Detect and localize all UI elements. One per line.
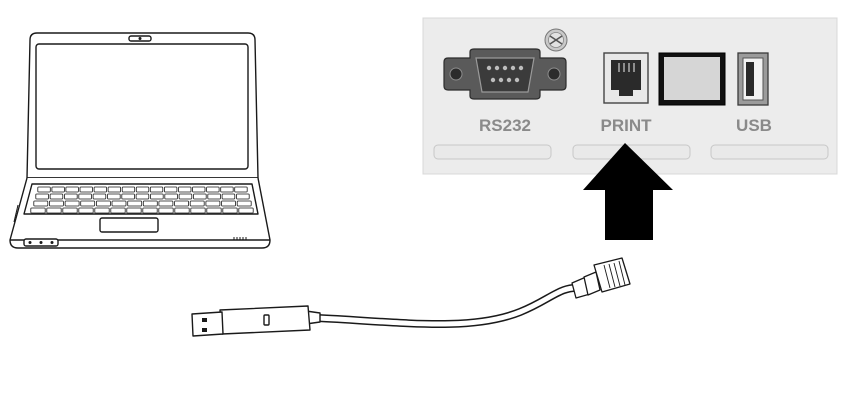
- keyboard-key: [127, 200, 143, 207]
- keyboard-key: [93, 186, 107, 193]
- keyboard-key: [78, 193, 92, 200]
- keyboard-key: [126, 207, 142, 214]
- keyboard-key: [206, 207, 222, 214]
- keyboard-key: [94, 207, 110, 214]
- keyboard-key: [205, 200, 221, 207]
- keyboard-key: [79, 186, 93, 193]
- keyboard-key: [238, 207, 254, 214]
- keyboard-key: [111, 200, 127, 207]
- keyboard-key: [107, 193, 121, 200]
- keyboard-key: [236, 200, 252, 207]
- keyboard-key: [220, 186, 234, 193]
- screw-icon: [544, 28, 568, 52]
- keyboard-key: [37, 186, 51, 193]
- rj-jack-icon: [603, 52, 649, 104]
- print-label: PRINT: [601, 116, 653, 135]
- rj-plug-icon: [571, 257, 631, 299]
- keyboard-key: [51, 186, 65, 193]
- keyboard-key: [221, 200, 236, 207]
- keyboard-key: [174, 207, 190, 214]
- keyboard-key: [135, 193, 150, 200]
- keyboard-key: [46, 207, 62, 214]
- keyboard-key: [80, 200, 96, 207]
- keyboard-key: [49, 200, 64, 207]
- keyboard-key: [206, 186, 220, 193]
- keyboard-key: [64, 200, 80, 207]
- keyboard-key: [178, 193, 193, 200]
- usb-label: USB: [736, 116, 772, 135]
- keyboard-key: [158, 200, 174, 207]
- keyboard-key: [142, 207, 158, 214]
- keyboard-key: [149, 186, 164, 193]
- keyboard-key: [62, 207, 78, 214]
- keyboard-key: [110, 207, 126, 214]
- keyboard-key: [158, 207, 174, 214]
- display-window: [658, 52, 726, 106]
- keyboard-key: [163, 186, 178, 193]
- keyboard-key: [222, 207, 238, 214]
- keyboard-key: [121, 193, 135, 200]
- keyboard-key: [207, 193, 221, 200]
- keyboard-key: [96, 200, 111, 207]
- device-rear-panel: RS232 PRINT USB: [422, 17, 838, 175]
- keyboard-key: [92, 193, 107, 200]
- keyboard-key: [234, 186, 248, 193]
- keyboard-key: [49, 193, 64, 200]
- keyboard-key: [33, 200, 49, 207]
- keyboard-key: [78, 207, 94, 214]
- keyboard-key: [190, 207, 206, 214]
- keyboard-key: [221, 193, 236, 200]
- keyboard-key: [65, 186, 79, 193]
- rs232-label: RS232: [479, 116, 531, 135]
- label-strip-rs232: [433, 144, 552, 160]
- keyboard-key: [150, 193, 164, 200]
- usb-cable-icon: [191, 283, 584, 337]
- keyboard-key: [64, 193, 78, 200]
- usb-port-icon: [737, 52, 769, 106]
- up-arrow-icon: [583, 143, 673, 240]
- keyboard-key: [164, 193, 178, 200]
- label-strip-usb: [710, 144, 829, 160]
- keyboard-key: [135, 186, 150, 193]
- keyboard-key: [142, 200, 158, 207]
- keyboard-key: [193, 193, 207, 200]
- keyboard-key: [189, 200, 205, 207]
- keyboard-key: [192, 186, 206, 193]
- keyboard-key: [174, 200, 190, 207]
- keyboard-key: [30, 207, 46, 214]
- keyboard-key: [107, 186, 121, 193]
- keyboard-key: [121, 186, 136, 193]
- laptop-icon: [9, 32, 271, 249]
- keyboard-key: [236, 193, 250, 200]
- db9-serial-port-icon: [443, 48, 567, 100]
- keyboard-key: [178, 186, 192, 193]
- keyboard-key: [35, 193, 49, 200]
- keyboard: [30, 186, 254, 214]
